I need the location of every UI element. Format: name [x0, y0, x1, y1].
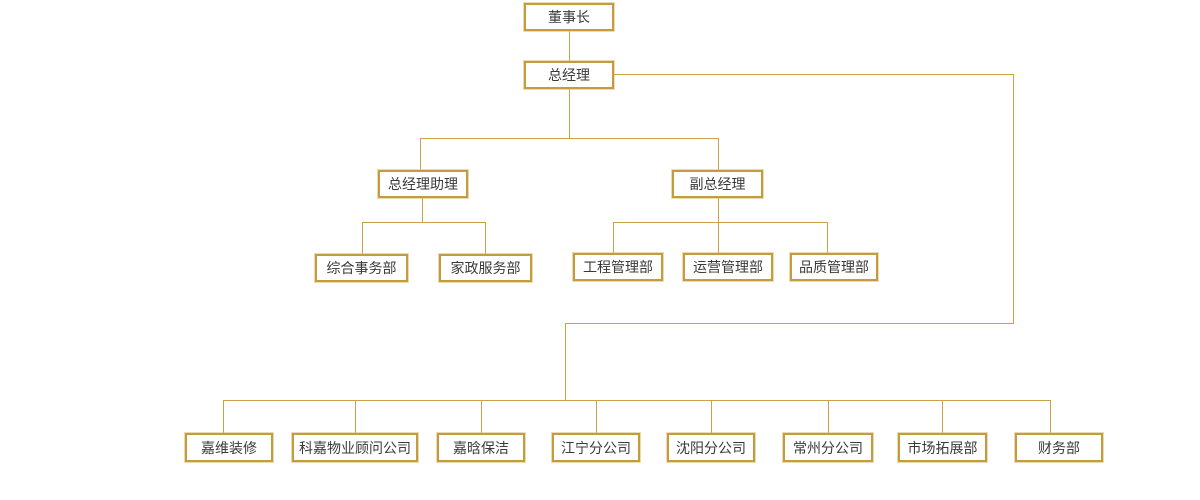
org-node-market-expansion: 市场拓展部 — [898, 433, 987, 462]
connector-to-gm-assistant — [420, 138, 421, 170]
connector-to-jiahan — [481, 400, 482, 433]
org-node-operations: 运营管理部 — [683, 253, 773, 281]
org-node-jiangning-branch: 江宁分公司 — [552, 433, 640, 462]
connector-to-kejia — [355, 400, 356, 433]
connector-gm-right — [614, 74, 1013, 75]
connector-mid-horizontal — [565, 323, 1014, 324]
org-node-shenyang-branch: 沈阳分公司 — [667, 433, 755, 462]
connector-to-market — [942, 400, 943, 433]
connector-assistant-horizontal — [362, 222, 486, 223]
connector-to-operations — [718, 222, 719, 253]
connector-to-shenyang — [711, 400, 712, 433]
connector-to-quality — [827, 222, 828, 253]
org-node-gm-assistant: 总经理助理 — [378, 170, 468, 198]
org-node-jiawei-decoration: 嘉维装修 — [185, 433, 273, 462]
connector-to-jiawei — [223, 400, 224, 433]
org-node-quality: 品质管理部 — [790, 253, 878, 281]
connector-to-general-affairs — [362, 222, 363, 254]
connector-mid-vertical — [565, 323, 566, 400]
org-node-general-manager: 总经理 — [524, 61, 614, 89]
connector-bottom-horizontal — [223, 400, 1051, 401]
connector-to-engineering — [613, 222, 614, 253]
connector-to-finance — [1050, 400, 1051, 433]
org-node-housekeeping: 家政服务部 — [439, 254, 532, 282]
connector-to-changzhou — [828, 400, 829, 433]
connector-chairman-gm — [569, 30, 570, 61]
connector-right-vertical — [1013, 74, 1014, 323]
connector-to-deputy-gm — [718, 138, 719, 170]
org-node-changzhou-branch: 常州分公司 — [783, 433, 873, 462]
org-node-engineering: 工程管理部 — [573, 253, 663, 281]
connector-deputy-down — [718, 198, 719, 222]
org-node-jiahan-cleaning: 嘉晗保洁 — [437, 433, 525, 462]
org-node-deputy-gm: 副总经理 — [672, 170, 763, 198]
org-node-kejia-property: 科嘉物业顾问公司 — [292, 433, 418, 462]
org-node-finance: 财务部 — [1015, 433, 1103, 462]
connector-to-jiangning — [596, 400, 597, 433]
connector-to-housekeeping — [485, 222, 486, 254]
connector-deputy-horizontal — [613, 222, 827, 223]
connector-assistant-down — [422, 198, 423, 222]
connector-level3-horizontal — [420, 138, 719, 139]
connector-gm-down — [569, 88, 570, 138]
org-node-chairman: 董事长 — [524, 3, 614, 31]
org-node-general-affairs: 综合事务部 — [315, 254, 408, 282]
